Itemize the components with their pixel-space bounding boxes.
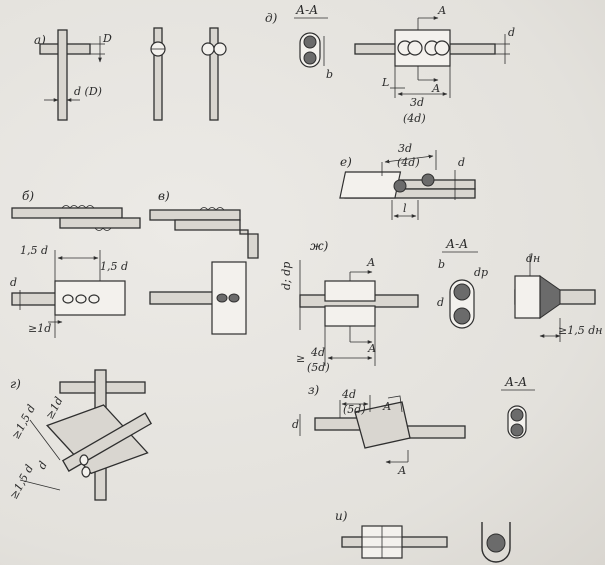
fig-a-bar-3 — [209, 27, 219, 121]
fig-z-cranked-joint — [354, 401, 411, 449]
fig-z: з) 4d (5d) А А d А-А — [292, 375, 535, 477]
fig-d-section-A-top: А — [437, 4, 446, 17]
fig-d-4d-label: (4d) — [403, 112, 426, 125]
fig-e-4d-label: (4d) — [397, 156, 420, 169]
fig-d-section-rod-bottom — [303, 51, 317, 65]
fig-zh: ж) А А d; dp 4d (5d) ≥ А-А b dp d dн — [280, 237, 603, 374]
fig-d: д) А-А b А А 3d (4d) L d — [265, 3, 515, 125]
fig-i: и) — [335, 509, 511, 563]
fig-z-A: А — [382, 400, 391, 413]
fig-g-spot-2 — [81, 466, 91, 478]
fig-z-5d: (5d) — [343, 403, 366, 416]
fig-b-spot-2 — [75, 294, 87, 304]
fig-v-spot-1 — [216, 293, 228, 303]
fig-d-3d-label: 3d — [410, 96, 424, 109]
fig-zh-ge15ds-label: ≥1,5 dн — [558, 324, 603, 337]
fig-i-letter: и) — [335, 509, 348, 523]
fig-z-bar-right — [404, 425, 466, 439]
fig-d-weld-4 — [434, 40, 450, 56]
fig-b-weld-bead-upper — [61, 205, 95, 209]
fig-zh-ge-sign: ≥ — [296, 352, 305, 365]
fig-z-A-low: А — [397, 464, 406, 477]
fig-d-L-label: L — [381, 76, 389, 89]
fig-a-vertical-bar — [57, 29, 68, 121]
fig-b-15d-left: 1,5 d — [20, 244, 48, 257]
fig-d-d-label: d — [508, 26, 515, 39]
fig-g-letter: г) — [10, 377, 21, 391]
fig-i-u-clip — [481, 522, 511, 563]
fig-zh-4d-label: 4d — [310, 346, 325, 359]
fig-d-weld-2 — [407, 40, 423, 56]
fig-z-4d: 4d — [341, 388, 356, 401]
fig-d-section-A-bottom: А — [431, 82, 440, 95]
fig-v-bar-upper — [149, 209, 241, 221]
fig-d-section-rod-top — [303, 35, 317, 49]
fig-v-weld-bead — [199, 207, 225, 211]
fig-zh-joint-lower — [324, 305, 376, 327]
fig-d-b-label: b — [326, 68, 333, 81]
fig-e-letter: е) — [340, 155, 352, 169]
fig-z-d: d — [292, 418, 299, 431]
fig-z-letter: з) — [308, 383, 320, 397]
fig-z-section-rod-bottom — [510, 423, 524, 437]
fig-b-ge1d-label: ≥1d — [28, 322, 51, 335]
fig-v-spot-2 — [228, 293, 240, 303]
fig-a-weld-dot-left — [201, 42, 215, 56]
fig-e: е) 3d (4d) d l — [339, 142, 476, 220]
fig-g: г) ≥1,5 d ≥1d d ≥1,5 d — [7, 369, 153, 501]
fig-zh-end-plate — [514, 275, 541, 319]
fig-zh-fillet-weld — [539, 275, 561, 319]
fig-e-joint — [339, 171, 402, 199]
fig-b-15d-right: 1,5 d — [100, 260, 128, 273]
fig-g-inclined-plate — [46, 404, 149, 475]
fig-zh-dp-label: dp — [474, 266, 488, 279]
fig-zh-section-rod-bottom — [453, 307, 471, 325]
fig-a: а) D d (D) — [34, 27, 227, 121]
fig-zh-A-top: А — [366, 256, 375, 269]
fig-g-spot-1 — [79, 454, 89, 466]
fig-zh-section-label: А-А — [445, 237, 468, 251]
fig-zh-letter: ж) — [310, 239, 329, 253]
fig-b: б) 1,5 d 1,5 d d ≥1d — [10, 189, 141, 338]
fig-zh-joint-upper — [324, 280, 376, 302]
fig-a-weld-dot-right — [213, 42, 227, 56]
fig-b-bar-lower — [59, 217, 141, 229]
fig-a-dD-label: d (D) — [74, 85, 102, 98]
fig-e-weld-2 — [421, 173, 435, 187]
fig-e-l-label: l — [403, 202, 407, 215]
fig-i-section-rod — [486, 533, 506, 553]
fig-b-d-label: d — [10, 276, 17, 289]
fig-a-bar-2 — [153, 27, 163, 121]
fig-zh-b-label: b — [438, 258, 445, 271]
fig-e-weld-1 — [393, 179, 407, 193]
fig-e-3d-label: 3d — [398, 142, 412, 155]
fig-g-ge15d-low: ≥1,5 d — [7, 462, 36, 501]
fig-b-letter: б) — [22, 189, 34, 203]
fig-e-d-label: d — [458, 156, 465, 169]
fig-zh-d-label: d — [437, 296, 444, 309]
fig-v-letter: в) — [158, 189, 170, 203]
fig-z-section-rod-top — [510, 408, 524, 422]
fig-b-spot-3 — [88, 294, 100, 304]
fig-zh-ds-label: dн — [526, 252, 540, 265]
fig-a-D-label: D — [102, 32, 112, 45]
fig-d-section-label: А-А — [295, 3, 318, 17]
fig-g-ge15d: ≥1,5 d — [9, 402, 38, 441]
fig-zh-section-rod-top — [453, 283, 471, 301]
fig-b-weld-bead-lower — [94, 227, 112, 231]
fig-z-section-label: А-А — [504, 375, 527, 389]
fig-zh-A-bottom: А — [367, 342, 376, 355]
fig-b-bar-upper — [11, 207, 123, 219]
fig-zh-5d-label: (5d) — [307, 361, 330, 374]
fig-g-ge1d: ≥1d — [43, 395, 65, 422]
fig-b-spot-1 — [62, 294, 74, 304]
fig-d-letter: д) — [265, 11, 278, 25]
fig-g-d: d — [35, 459, 50, 471]
fig-zh-d-dp-label: d; dp — [280, 262, 293, 290]
fig-v-bent-bar — [174, 219, 259, 259]
fig-v: в) — [149, 189, 259, 335]
